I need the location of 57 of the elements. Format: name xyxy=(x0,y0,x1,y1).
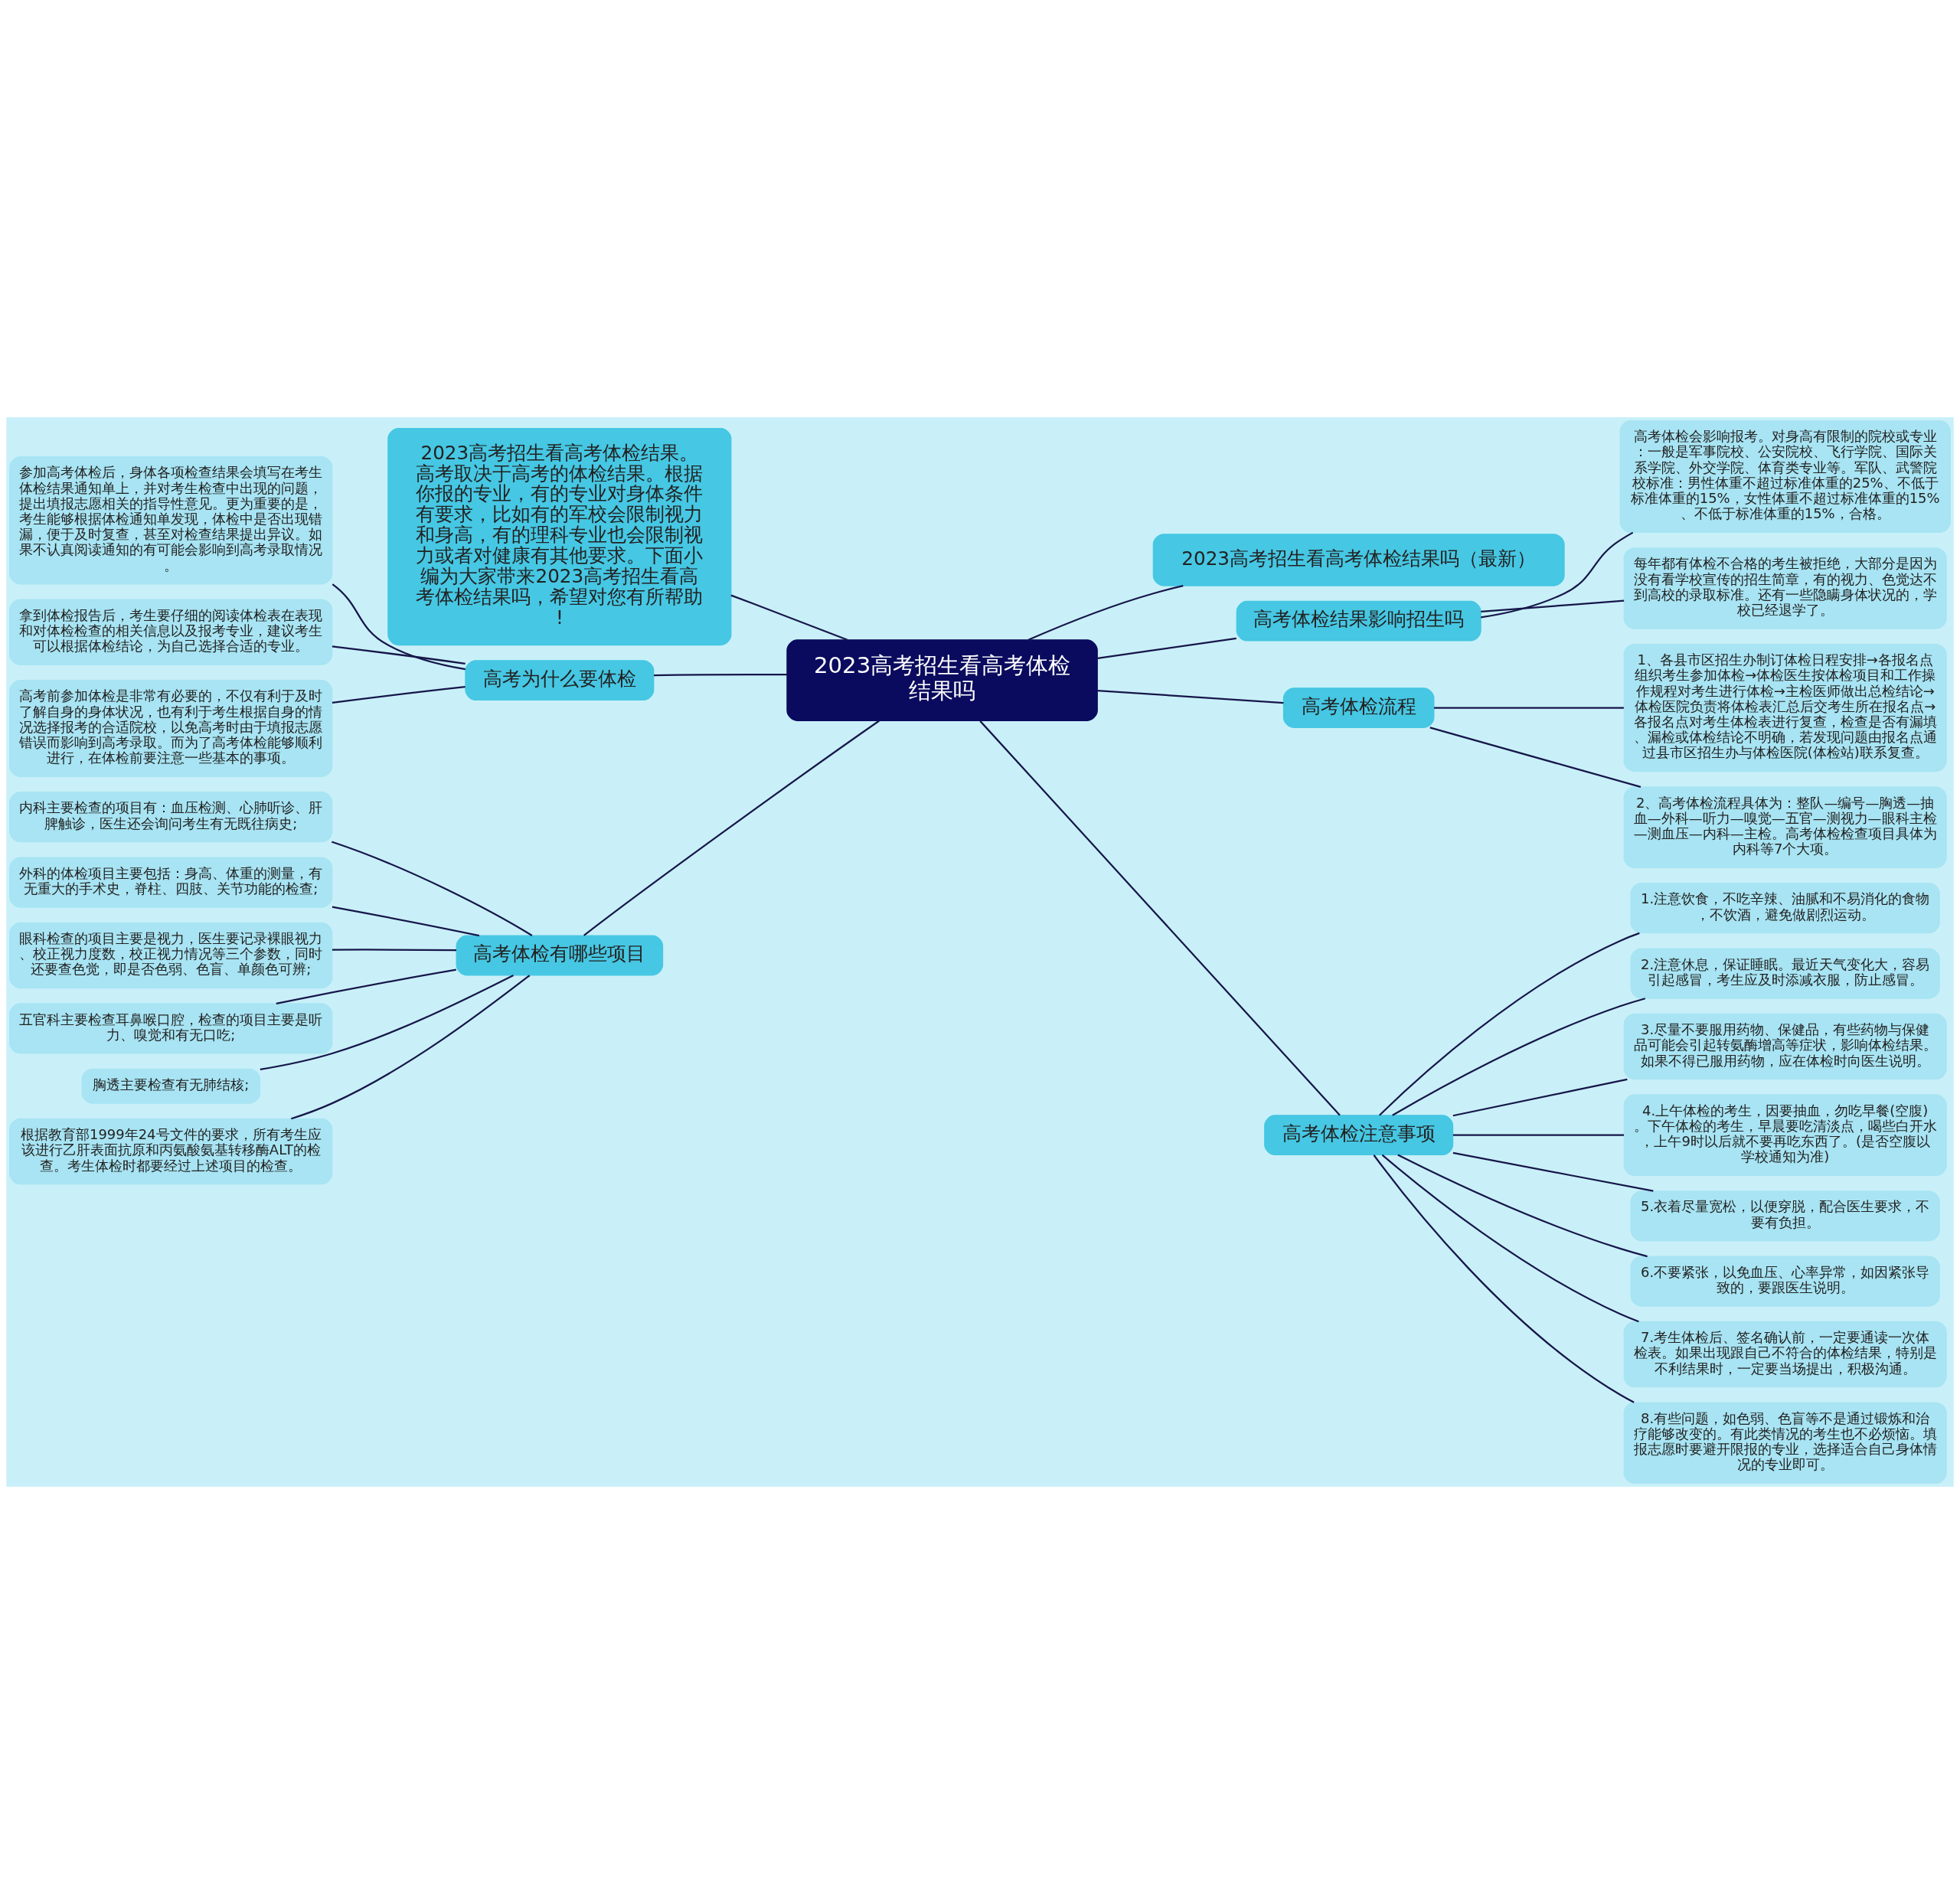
node-box: 高考体检结果影响招生吗 xyxy=(1236,600,1481,642)
node-box: 根据教育部1999年24号文件的要求，所有考生应该进行乙肝表面抗原和丙氨酸氨基转移酶ALT的检查。考生体检时都要经过上述项目的检查。 xyxy=(9,1118,333,1185)
node-box: 拿到体检报告后，考生要仔细的阅读体检表在表现和对体检检查的相关信息以及报考专业，建议考生可以根据体检结论，为自己选择合适的专业。 xyxy=(9,599,333,665)
connector xyxy=(1373,1154,1635,1403)
connector xyxy=(1429,727,1642,788)
node-box: 4.上午体检的考生，因要抽血，勿吃早餐(空腹)。下午体检的考生，早晨要吃清淡点，喝些白开水，上午9时以后就不要再吃东西了。(是否空腹以学校通知为准) xyxy=(1623,1094,1947,1177)
node-box: 高考前参加体检是非常有必要的，不仅有利于及时了解自身的身体状况，也有利于考生根据自身的情况选择报考的合适院校，以免高考时由于填报志愿错误而影响到高考录取。而为了高考体检能够顺利进行，在体检前要注意一些基本的事项。 xyxy=(9,680,333,777)
connector xyxy=(583,720,880,936)
connector xyxy=(332,645,466,665)
node-box: 高考体检流程 xyxy=(1282,687,1435,728)
connector xyxy=(332,949,457,952)
node-box: 每年都有体检不合格的考生被拒绝，大部分是因为没有看学校宣传的招生简章，有的视力、色觉达不到高校的录取标准。还有一些隐瞒身体状况的，学校已经退学了。 xyxy=(1623,547,1947,629)
node-box: 外科的体检项目主要包括：身高、体重的测量，有无重大的手术史，脊柱、四肢、关节功能的检查; xyxy=(9,857,333,908)
node-box: 2.注意休息，保证睡眠。最近天气变化大，容易引起感冒，考生应及时添减衣服，防止感冒。 xyxy=(1630,948,1940,999)
node-box: 胸透主要检查有无肺结核; xyxy=(81,1068,261,1104)
connector xyxy=(1481,599,1625,613)
node-box: 3.尽量不要服用药物、保健品，有些药物与保健品可能会引起转氨酶增高等症状，影响体检结果。如果不得已服用药物，应在体检时向医生说明。 xyxy=(1623,1013,1947,1080)
node-box: 高考体检会影响报考。对身高有限制的院校或专业：一般是军事院校、公安院校、飞行学院、国际关系学院、外交学院、体育类专业等。军队、武警院校标准：男性体重不超过标准体重的25%、不低于标准体重的15%，女性体重不超过标准体重的15%、不低于标准体重的15%，合格。 xyxy=(1619,420,1951,534)
connector xyxy=(1027,585,1184,641)
connector xyxy=(1481,531,1634,619)
node-box: 2023高考招生看高考体检结果。高考取决于高考的体检结果。根据你报的专业，有的专业对身体条件有要求，比如有的军校会限制视力和身高，有的理科专业也会限制视力或者对健康有其他要求。下面小编为大家带来2023高考招生看高考体检结果吗，希望对您有所帮助! xyxy=(387,428,732,646)
connector xyxy=(276,968,456,1004)
connector xyxy=(1097,637,1236,659)
connector xyxy=(291,975,531,1120)
node-box: 2023高考招生看高考体检结果吗 xyxy=(786,639,1098,721)
connector xyxy=(730,594,848,641)
connector xyxy=(332,583,466,671)
node-box: 内科主要检查的项目有：血压检测、心肺听诊、肝脾触诊，医生还会询问考生有无既往病史; xyxy=(9,792,333,843)
node-box: 5.衣着尽量宽松，以便穿脱，配合医生要求，不要有负担。 xyxy=(1630,1190,1940,1242)
node-box: 眼科检查的项目主要是视力，医生要记录裸眼视力、校正视力度数，校正视力情况等三个参数，同时还要查色觉，即是否色弱、色盲、单颜色可辨; xyxy=(9,922,333,989)
connector xyxy=(1397,1154,1648,1258)
node-box: 8.有些问题，如色弱、色盲等不是通过锻炼和治疗能够改变的。有此类情况的考生也不必烦恼。填报志愿时要避开限报的专业，选择适合自己身体情况的专业即可。 xyxy=(1623,1402,1947,1484)
connector xyxy=(1452,1078,1628,1117)
connector xyxy=(1434,707,1624,709)
node-box: 高考体检注意事项 xyxy=(1264,1115,1454,1156)
connector xyxy=(653,673,787,677)
connector xyxy=(1379,932,1640,1116)
node-box: 高考体检有哪些项目 xyxy=(456,935,664,976)
node-box: 高考为什么要体检 xyxy=(465,660,655,701)
connector xyxy=(1097,689,1284,704)
node-box: 参加高考体检后，身体各项检查结果会填写在考生体检结果通知单上，并对考生检查中出现的问题，提出填报志愿相关的指导性意见。更为重要的是，考生能够根据体检通知单发现，体检中是否出现错漏，便于及时复查，甚至对检查结果提出异议。如果不认真阅读通知的有可能会影响到高考录取情况。 xyxy=(9,456,333,585)
node-box: 五官科主要检查耳鼻喉口腔，检查的项目主要是听力、嗅觉和有无口吃; xyxy=(9,1003,333,1054)
node-box: 6.不要紧张，以免血压、心率异常，如因紧张导致的，要跟医生说明。 xyxy=(1630,1256,1940,1307)
node-box: 2、高考体检流程具体为：整队—编号—胸透—抽血—外科—听力—嗅觉—五官—测视力—眼科主检—测血压—内科—主检。高考体检检查项目具体为内科等7个大项。 xyxy=(1623,786,1947,868)
connector xyxy=(1381,1154,1639,1323)
node-box: 7.考生体检后、签名确认前，一定要通读一次体检表。如果出现跟自己不符合的体检结果，特别是不利结果时，一定要当场提出，积极沟通。 xyxy=(1623,1321,1947,1388)
connector xyxy=(260,975,514,1071)
connector xyxy=(1452,1134,1624,1136)
node-box: 2023高考招生看高考体检结果吗（最新） xyxy=(1152,534,1565,586)
connector xyxy=(332,686,466,704)
node-box: 1.注意饮食，不吃辛辣、油腻和不易消化的食物，不饮酒，避免做剧烈运动。 xyxy=(1630,883,1940,934)
connector xyxy=(332,906,480,937)
connector xyxy=(1452,1151,1654,1192)
connector xyxy=(1392,998,1646,1116)
connector xyxy=(331,841,533,936)
connector xyxy=(979,720,1341,1116)
node-box: 1、各县市区招生办制订体检日程安排→各报名点组织考生参加体检→体检医生按体检项目和工作操作规程对考生进行体检→主检医师做出总检结论→体检医院负责将体检表汇总后交考生所在报名点→各报名点对考生体检表进行复查，检查是否有漏填、漏检或体检结论不明确，若发现问题由报名点通过县市区招生办与体检医院(体检站)联系复查。 xyxy=(1623,643,1947,772)
